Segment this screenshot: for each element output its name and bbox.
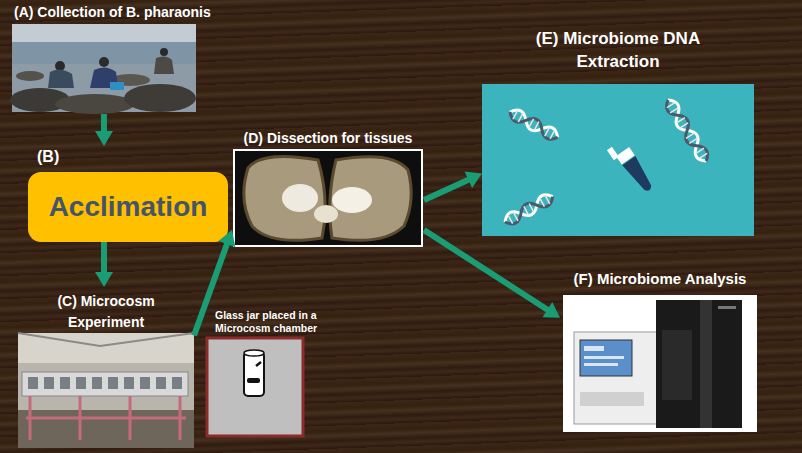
step-letter: (B): [37, 148, 59, 166]
dna-extraction-node: (E) Microbiome DNA Extraction: [482, 28, 754, 236]
flow-arrow: [95, 242, 113, 287]
step-heading: (F) Microbiome Analysis: [560, 270, 760, 287]
step-heading: (C) Microcosm Experiment: [31, 291, 181, 333]
dissection-node: (D) Dissection for tissues: [232, 128, 424, 248]
step-heading: (D) Dissection for tissues: [232, 130, 424, 146]
box-label: Acclimation: [28, 172, 228, 242]
arrow-shaft: [424, 179, 470, 200]
analysis-node: (F) Microbiome Analysis: [560, 268, 760, 434]
arrow-shaft: [194, 242, 228, 335]
acclimation-node: (B) Acclimation: [28, 146, 228, 242]
arrow-head: [218, 230, 235, 247]
dna-extraction-panel: [482, 84, 754, 236]
flow-arrow: [424, 172, 482, 200]
glass-jar-inset: [207, 338, 303, 436]
arrow-shaft: [101, 242, 107, 274]
microcosm-photo: [18, 333, 194, 448]
arrow-head: [543, 302, 560, 318]
arrow-head: [95, 272, 113, 287]
step-heading: (E) Microbiome DNA Extraction: [522, 28, 714, 74]
jar-inset-node: Glass jar placed in a Microcosm chamber: [207, 338, 303, 436]
microcosm-node: (C) Microcosm Experiment: [18, 287, 194, 449]
collection-photo: [10, 24, 196, 114]
dissection-photo: [234, 150, 422, 246]
sequencer-image: [563, 295, 757, 432]
collection-node: (A) Collection of B. pharaonis: [12, 2, 232, 114]
arrow-shaft: [424, 230, 549, 311]
acclimation-box: [28, 172, 228, 242]
arrow-head: [465, 172, 482, 188]
inset-caption: Glass jar placed in a Microcosm chamber: [215, 309, 355, 335]
flow-arrow: [95, 114, 113, 146]
arrow-shaft: [101, 114, 107, 133]
arrow-head: [95, 131, 113, 146]
flow-arrow: [424, 230, 560, 318]
step-heading: (A) Collection of B. pharaonis: [14, 4, 211, 20]
